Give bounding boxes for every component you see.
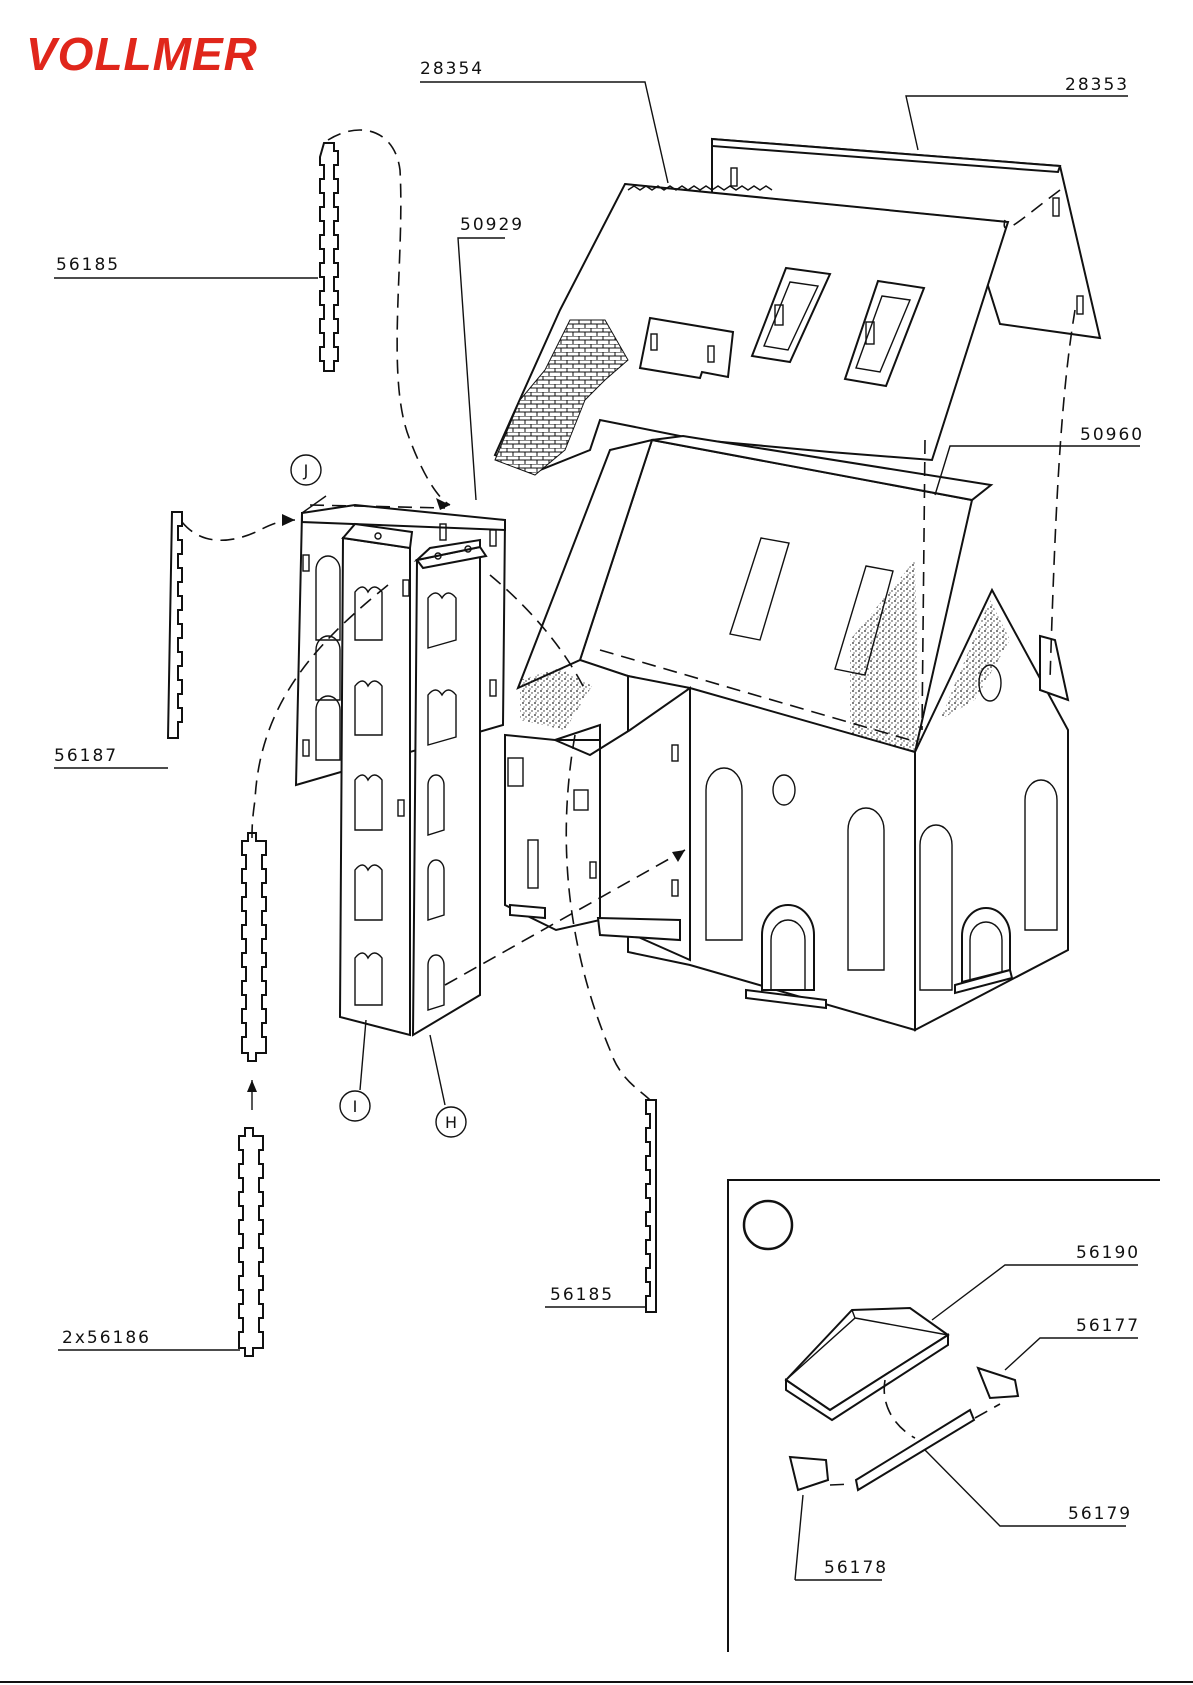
tower-wall-parts: [296, 505, 505, 1035]
church-building: [505, 436, 1068, 1030]
label-beam: 56179: [1068, 1504, 1132, 1524]
label-roof-left: 28354: [420, 59, 484, 79]
label-gable-wall: 50960: [1080, 425, 1144, 445]
label-bracket-left: 56178: [824, 1558, 888, 1578]
label-cap: 56190: [1076, 1243, 1140, 1263]
label-strip-bottom: 56185: [550, 1285, 614, 1305]
marker-h: H: [445, 1113, 457, 1132]
roof-panel-left: [495, 184, 1008, 475]
label-corner-strips: 2x56186: [62, 1328, 151, 1348]
inset-marker-circle: [744, 1201, 792, 1249]
label-tower-wall: 50929: [460, 215, 524, 235]
vollmer-logo: VOLLMER: [26, 28, 258, 80]
label-strip-left: 56187: [54, 746, 118, 766]
logo-text: VOLLMER: [26, 28, 258, 80]
label-roof-right: 28353: [1065, 75, 1129, 95]
marker-i: I: [353, 1097, 358, 1116]
label-bracket-right: 56177: [1076, 1316, 1140, 1336]
inset-detail-box: 56190 56177 56179 56178: [728, 1180, 1160, 1652]
label-strip-top: 56185: [56, 255, 120, 275]
marker-j: J: [303, 461, 309, 480]
